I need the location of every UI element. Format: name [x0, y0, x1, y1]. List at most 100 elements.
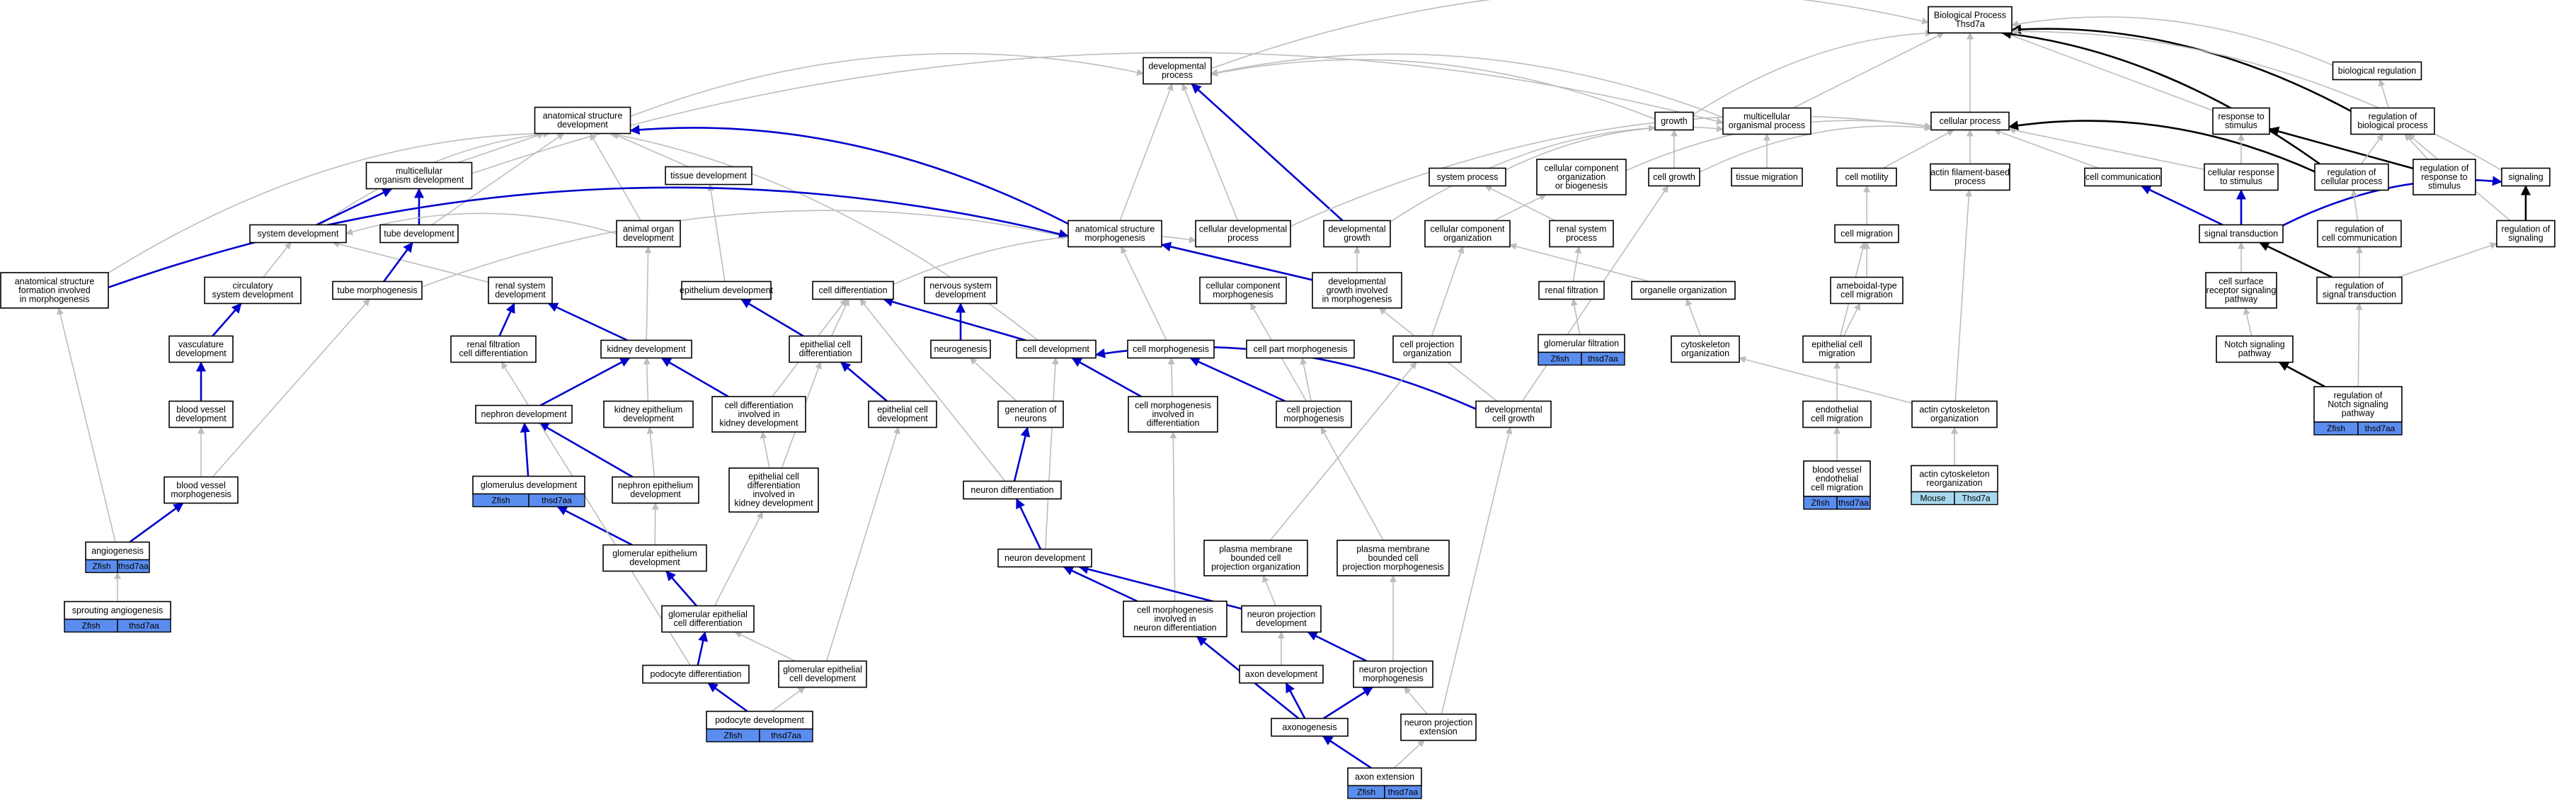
go-term-node-organelleorg[interactable]: organelle organization [1631, 280, 1736, 300]
go-term-node-cellproc[interactable]: cellular process [1930, 111, 2010, 131]
go-term-node-pododiff[interactable]: podocyte differentiation [642, 664, 750, 684]
go-term-node-sysdev[interactable]: system development [249, 224, 347, 244]
go-term-node-sysproc[interactable]: system process [1429, 167, 1506, 187]
go-term-node-celldiff[interactable]: cell differentiation [812, 280, 894, 300]
go-term-node-growth[interactable]: growth [1654, 111, 1694, 131]
go-term-node-cellmig[interactable]: cell migration [1834, 224, 1899, 244]
go-term-node-glomdev[interactable]: glomerulus development [472, 475, 585, 495]
go-term-node-biolreg[interactable]: biological regulation [2332, 61, 2422, 81]
go-term-node-cellpartmorph[interactable]: cell part morphogenesis [1246, 339, 1355, 359]
go-term-node-tissuemig[interactable]: tissue migration [1731, 167, 1803, 187]
go-term-node-neurondiff[interactable]: neuron differentiation [963, 480, 1062, 500]
go-term-node-neurogenesis[interactable]: neurogenesis [930, 339, 991, 359]
go-term-node-cellcomm[interactable]: cell communication [2084, 167, 2162, 187]
go-term-node-axondev[interactable]: axon development [1239, 664, 1324, 684]
go-term-node-axonogenesis[interactable]: axonogenesis [1271, 717, 1349, 737]
go-term-node-pododev[interactable]: podocyte development [706, 710, 813, 730]
go-term-node-epidev[interactable]: epithelium development [680, 280, 774, 300]
go-term-node-axonext[interactable]: axon extension [1347, 767, 1422, 787]
go-term-node-kidneydev[interactable]: kidney development [600, 339, 692, 359]
go-term-node-celldev[interactable]: cell development [1016, 339, 1097, 359]
go-term-node-cellmot[interactable]: cell motility [1836, 167, 1897, 187]
go-term-node-signaling[interactable]: signaling [2501, 167, 2551, 187]
go-term-node-renalfilt[interactable]: renal filtration [1538, 280, 1605, 300]
go-term-node-cellgrowth[interactable]: cell growth [1648, 167, 1700, 187]
go-term-node-angio[interactable]: angiogenesis [85, 541, 150, 561]
go-term-node-glomfilt[interactable]: glomerular filtration [1538, 334, 1625, 353]
go-term-node-cellmorph[interactable]: cell morphogenesis [1127, 339, 1215, 359]
go-term-node-tubedev[interactable]: tube development [379, 224, 459, 244]
go-term-node-tubemorph[interactable]: tube morphogenesis [332, 280, 423, 300]
go-term-node-sigtrans[interactable]: signal transduction [2199, 224, 2284, 244]
go-term-node-nephrondev[interactable]: nephron development [475, 404, 573, 424]
go-term-node-tissuedev[interactable]: tissue development [665, 166, 752, 186]
go-term-node-sprout[interactable]: sprouting angiogenesis [64, 601, 171, 620]
go-term-node-neurondev[interactable]: neuron development [997, 548, 1092, 568]
